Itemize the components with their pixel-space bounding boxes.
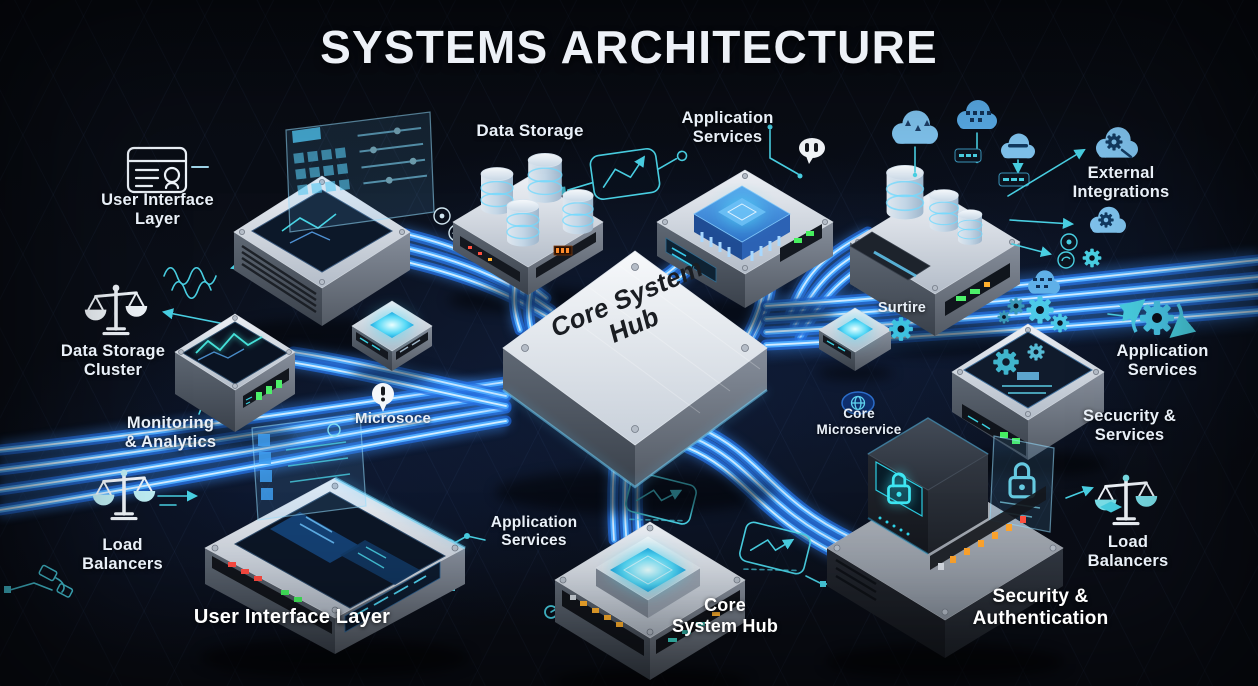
label-user-interface-layer-top: User Interface Layer [101,191,214,229]
label-application-services-top: Application Services [681,109,774,147]
browser-window-icon [126,146,209,194]
integration-badges [954,148,1106,272]
device-user-interface-bottom [200,413,470,678]
device-data-storage [448,152,608,313]
label-microservice-left: Microsoce [355,410,431,427]
circuit-trace-bottom-left [4,564,74,598]
device-microservice-chip-left [350,300,434,382]
label-load-balancers-left: Load Balancers [82,536,163,574]
label-user-interface-layer-bottom: User Interface Layer [193,606,391,628]
holo-screen [251,413,367,521]
scales-icon [82,282,149,336]
label-security-services: Secucrity & Services [1083,407,1176,445]
database-cylinder-icon [527,152,563,204]
line-chart-icon [557,147,688,201]
alert-bubble-icon [767,124,825,179]
device-app-services-bottom [552,521,748,686]
database-cylinder-icon [957,209,983,246]
label-application-services-right: Application Services [1116,342,1209,380]
database-cylinder-icon [506,198,540,248]
device-app-services-top [655,169,835,329]
label-application-services-bottom: Application Services [490,514,578,549]
database-cylinder-icon [562,188,594,235]
arrow-icon [1065,486,1094,499]
gear-sync-icon [1107,293,1197,343]
cloud-icon [892,110,938,178]
holo-screen [285,111,435,233]
cloud-gear-icon [1090,206,1126,233]
label-security-authentication: Security & Authentication [972,586,1109,630]
page-title: SYSTEMS ARCHITECTURE [320,21,938,73]
label-core-microservice: Core Microservice [816,406,902,437]
label-data-storage: Data Storage [476,121,584,140]
line-chart-icon [739,521,811,575]
cloud-icon [1001,133,1035,175]
label-data-storage-cluster: Data Storage Cluster [60,342,166,380]
device-security-authentication [825,417,1065,680]
exclamation-bubble-icon [372,383,394,412]
label-external-integrations: External Integrations [1072,164,1170,202]
label-surtire: Surtire [877,300,927,316]
database-cylinder-icon [885,164,925,221]
scales-icon [1093,472,1159,526]
device-monitoring [173,313,297,447]
cloud-data-icon [1028,270,1060,294]
label-core-system-hub-bottom: Core System Hub [671,595,779,636]
label-load-balancers-right: Load Balancers [1087,533,1169,571]
label-monitoring-analytics: Monitoring & Analytics [124,414,217,452]
cloud-gear-icon [1096,127,1138,159]
globe-badge-icon [841,391,875,415]
database-cylinder-icon [928,188,960,233]
device-core-system-hub [495,250,775,514]
device-microservice-chip-right [817,307,893,380]
